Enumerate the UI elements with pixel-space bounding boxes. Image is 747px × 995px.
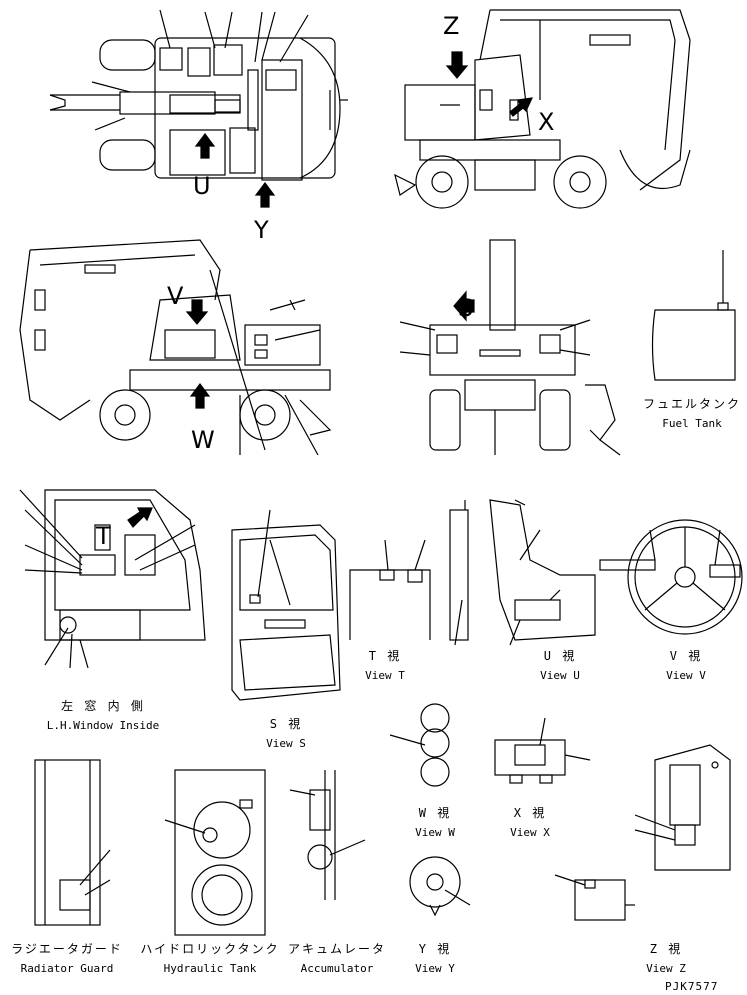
side-view-right-drawing <box>394 9 691 209</box>
view-v-drawing <box>599 519 743 635</box>
radiator-guard-drawing <box>34 759 111 926</box>
view-w-drawing <box>389 703 450 787</box>
drawing-code: PJK7577 <box>665 980 719 993</box>
caption-view-z-en: View Z <box>646 962 686 975</box>
view-y-drawing <box>409 856 471 917</box>
rear-view-drawing <box>399 239 621 456</box>
view-letter-x: X <box>538 108 555 136</box>
caption-view-t-en: View T <box>365 669 405 682</box>
caption-lh-window-en: L.H.Window Inside <box>46 719 160 732</box>
caption-view-u-en: View U <box>540 669 580 682</box>
view-letter-w: W <box>191 426 215 454</box>
caption-radiator-guard-jp: ラジエータガード <box>11 942 123 956</box>
fuel-tank-drawing <box>651 250 736 381</box>
accumulator-drawing <box>289 770 366 900</box>
caption-view-y-jp: Y 視 <box>418 942 452 956</box>
view-letter-s: S <box>458 294 474 322</box>
view-s-drawing <box>231 509 341 701</box>
lh-window-drawing <box>19 489 206 669</box>
caption-fuel-tank-en: Fuel Tank <box>662 417 722 430</box>
caption-view-t-jp: T 視 <box>368 649 402 663</box>
caption-lh-window-jp: 左 窓 内 側 <box>61 699 145 713</box>
caption-fuel-tank-jp: フュエルタンク <box>642 397 742 411</box>
caption-accumulator-jp: アキュムレータ <box>287 942 387 956</box>
caption-view-s-en: View S <box>266 737 306 750</box>
view-t-drawing <box>349 539 431 640</box>
view-u-drawing <box>449 499 596 646</box>
view-x-drawing <box>494 717 591 784</box>
caption-view-w-en: View W <box>415 826 455 839</box>
caption-view-y-en: View Y <box>415 962 455 975</box>
caption-radiator-guard-en: Radiator Guard <box>20 962 114 975</box>
caption-view-s-jp: S 視 <box>269 717 303 731</box>
caption-view-x-jp: X 視 <box>513 806 547 820</box>
top-view-drawing <box>49 9 348 208</box>
view-letter-t: T <box>96 522 111 550</box>
caption-view-v-en: View V <box>666 669 706 682</box>
caption-hydraulic-tank-jp: ハイドロリックタンク <box>140 942 280 956</box>
side-view-left-drawing <box>19 239 332 456</box>
caption-view-u-jp: U 視 <box>543 649 577 663</box>
caption-view-x-en: View X <box>510 826 550 839</box>
caption-view-v-jp: V 視 <box>669 649 703 663</box>
caption-view-w-jp: W 視 <box>418 806 452 820</box>
hydraulic-tank-drawing <box>164 769 266 936</box>
view-letter-v: V <box>167 282 184 310</box>
view-letter-y: Y <box>254 216 269 244</box>
caption-view-z-jp: Z 視 <box>649 942 683 956</box>
view-letter-u: U <box>193 172 211 200</box>
view-letter-z: Z <box>443 12 460 40</box>
caption-accumulator-en: Accumulator <box>300 962 374 975</box>
caption-hydraulic-tank-en: Hydraulic Tank <box>163 962 257 975</box>
view-z-drawing <box>554 744 731 921</box>
